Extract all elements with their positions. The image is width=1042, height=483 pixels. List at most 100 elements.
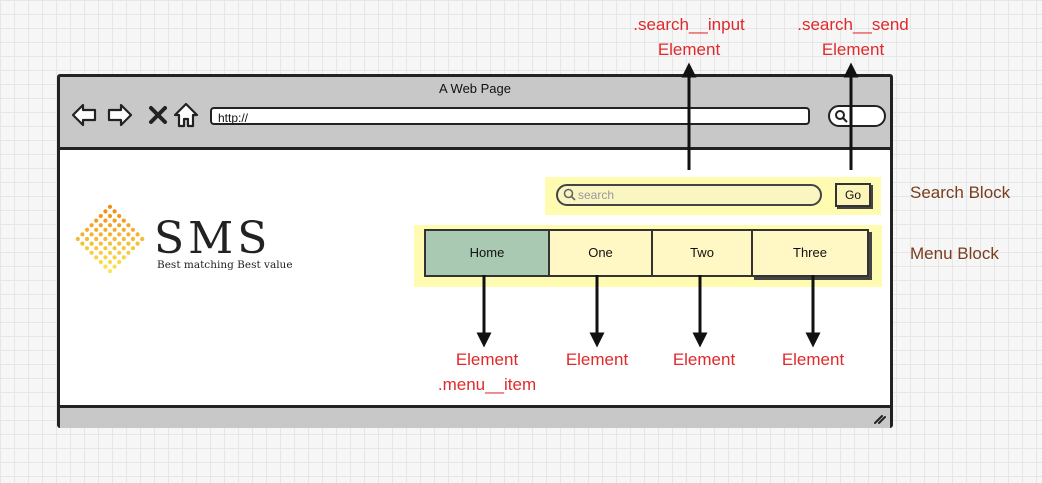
home-element-label: Element: [455, 350, 519, 369]
one-element-label: Element: [565, 350, 629, 369]
logo-dot: [130, 236, 136, 242]
logo-dot: [135, 241, 140, 246]
logo-dot: [80, 241, 85, 246]
logo-dot: [107, 213, 113, 219]
search-input-class-label: .search__input: [633, 15, 745, 34]
logo-dot: [75, 236, 80, 242]
browser-toolbar: A Web Page http://: [60, 77, 890, 150]
logo-dot: [89, 232, 94, 237]
logo-dot: [89, 223, 94, 228]
logo-dot: [98, 259, 103, 265]
logo-dot: [121, 246, 126, 251]
menu-item-two[interactable]: Two: [651, 229, 753, 277]
logo-dot: [89, 241, 94, 246]
close-icon[interactable]: [144, 101, 172, 129]
logo-dot: [117, 213, 122, 219]
logo-dot: [107, 204, 113, 209]
menu-item-three[interactable]: Three: [751, 229, 869, 277]
browser-search-field[interactable]: [828, 105, 886, 127]
home-icon[interactable]: [172, 101, 200, 129]
search-input[interactable]: search: [556, 184, 822, 206]
status-bar: [60, 405, 890, 428]
logo-dot: [130, 246, 136, 251]
forward-arrow-icon[interactable]: [106, 101, 134, 129]
search-icon: [835, 110, 848, 123]
logo-dot: [126, 232, 131, 237]
logo-dot: [94, 218, 99, 223]
search-send-class-label: .search__send: [797, 15, 909, 34]
menu-item-class-label: .menu__item: [437, 375, 537, 394]
menu-item-one[interactable]: One: [548, 229, 653, 277]
logo-dot: [107, 241, 113, 246]
logo-dot: [84, 227, 90, 232]
logo-dot: [126, 241, 131, 246]
logo-dot: [84, 246, 90, 251]
logo-dot: [117, 223, 122, 228]
search-go-button[interactable]: Go: [835, 183, 871, 207]
logo-dot: [112, 264, 117, 269]
logo-dot: [107, 269, 113, 274]
logo-dot: [80, 232, 85, 237]
logo-tagline: Best matching Best value: [157, 259, 293, 271]
menu-item-home[interactable]: Home: [424, 229, 550, 277]
search-send-annotation: .search__send Element: [788, 12, 918, 62]
logo-dot: [117, 259, 122, 265]
logo-dot: [140, 236, 145, 242]
logo-dot: [98, 223, 103, 228]
logo-dot: [94, 246, 99, 251]
logo-dot: [121, 236, 126, 242]
logo-dot: [94, 227, 99, 232]
browser-window: A Web Page http:// SMS Best matching Bes…: [57, 74, 893, 428]
resize-grip-icon[interactable]: [872, 412, 886, 424]
logo-dot: [117, 241, 122, 246]
menu-item-home-annotation: Element .menu__item: [424, 347, 550, 397]
logo-dot: [107, 250, 113, 255]
logo-dot: [121, 255, 126, 260]
three-element-label: Element: [781, 350, 845, 369]
search-send-element-label: Element: [821, 40, 885, 59]
logo-dot: [103, 255, 108, 260]
logo-dot: [112, 227, 117, 232]
logo-dot: [107, 223, 113, 228]
search-block-label: Search Block: [910, 183, 1011, 202]
search-icon: [563, 188, 576, 201]
logo-title: SMS: [154, 213, 272, 264]
logo-dot: [112, 236, 117, 242]
logo-dot: [135, 232, 140, 237]
search-placeholder: search: [578, 188, 615, 202]
logo-dot: [103, 218, 108, 223]
logo-dot: [94, 236, 99, 242]
logo-diamond-icon: [75, 204, 145, 274]
logo-dot: [130, 227, 136, 232]
address-bar[interactable]: http://: [210, 107, 810, 125]
logo-dot: [98, 213, 103, 219]
logo-dot: [98, 250, 103, 255]
logo-dot: [117, 250, 122, 255]
back-arrow-icon[interactable]: [70, 101, 98, 129]
logo-dot: [89, 250, 94, 255]
logo-dot: [107, 259, 113, 265]
logo-dot: [103, 209, 108, 214]
logo-dot: [103, 264, 108, 269]
menu-block-label: Menu Block: [910, 244, 999, 263]
logo-dot: [98, 232, 103, 237]
logo-dot: [103, 246, 108, 251]
logo-dot: [126, 223, 131, 228]
menu-block: Home One Two Three: [414, 225, 882, 287]
logo-dot: [117, 232, 122, 237]
window-title: A Web Page: [438, 81, 512, 96]
logo-dot: [121, 218, 126, 223]
logo-dot: [121, 227, 126, 232]
logo-dot: [84, 236, 90, 242]
search-input-element-label: Element: [657, 40, 721, 59]
logo-dot: [94, 255, 99, 260]
search-input-annotation: .search__input Element: [624, 12, 754, 62]
logo-dot: [103, 227, 108, 232]
logo-dot: [107, 232, 113, 237]
search-block: search Go: [545, 177, 881, 215]
logo-dot: [112, 246, 117, 251]
logo-dot: [112, 255, 117, 260]
logo-dot: [112, 218, 117, 223]
logo-dot: [112, 209, 117, 214]
